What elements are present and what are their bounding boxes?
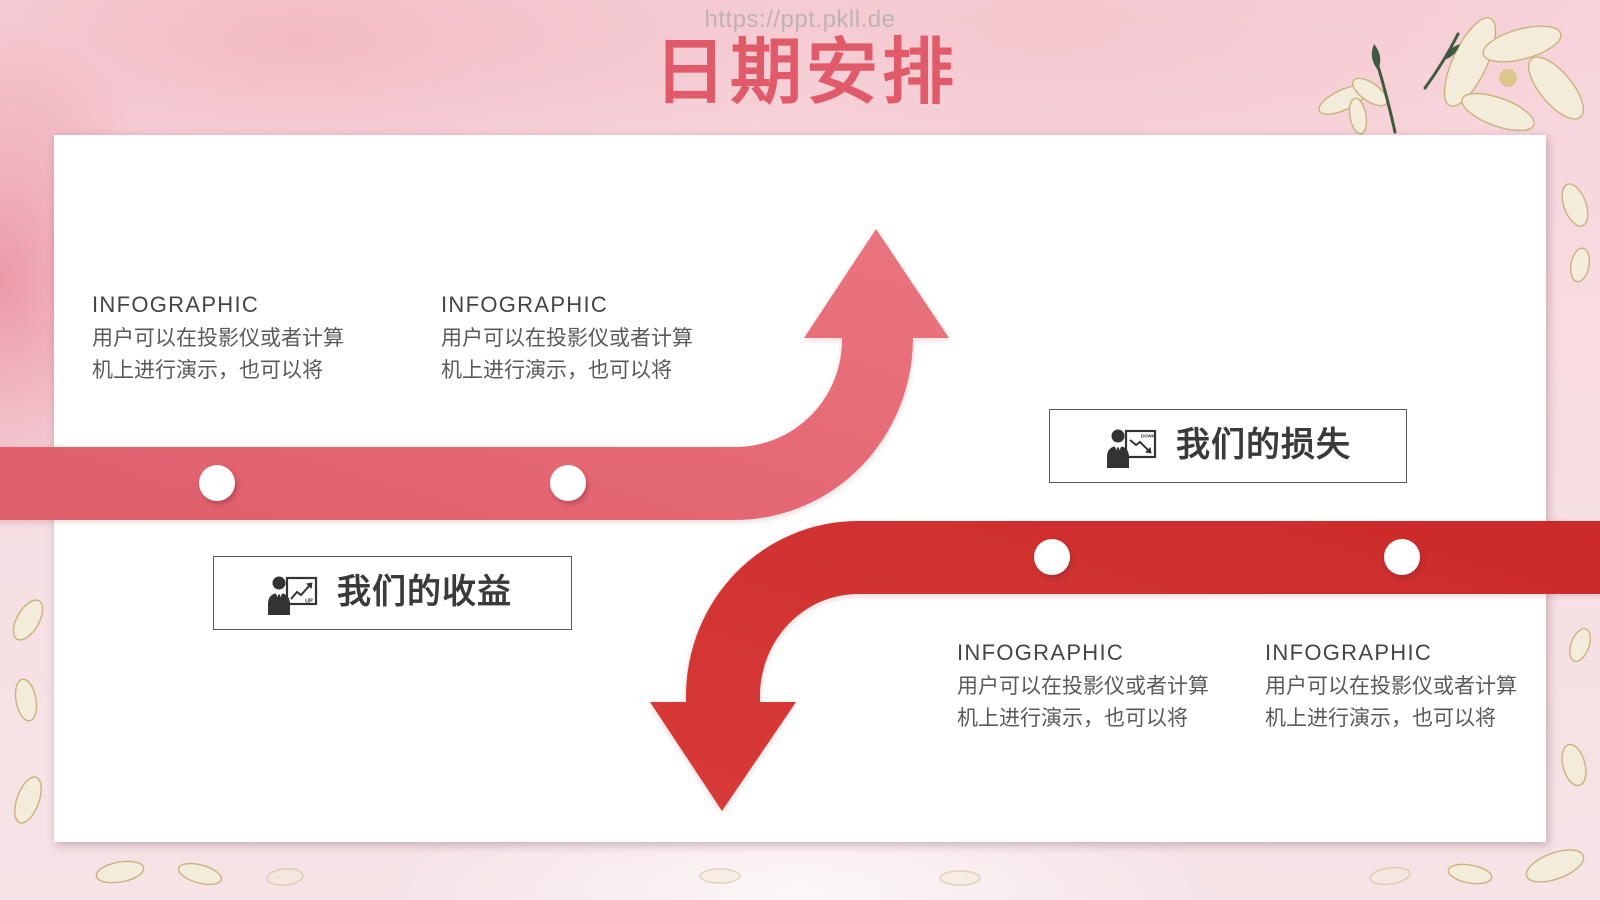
chart-up-line <box>290 584 311 600</box>
flower-petal <box>1527 56 1585 120</box>
leaf <box>1444 44 1460 60</box>
twig-stem <box>1376 64 1397 134</box>
flower-petal <box>1443 17 1497 107</box>
icon-down-text: DOWN <box>1141 434 1155 439</box>
flower-petal <box>12 599 44 641</box>
loss-label-text: 我们的损失 <box>1176 426 1351 464</box>
watermark-url: https://ppt.pkll.de <box>704 6 896 33</box>
flower-petal <box>1561 743 1587 787</box>
flower-petal <box>1525 849 1585 883</box>
infographic-text-line: 机上进行演示，也可以将 <box>1265 707 1496 730</box>
infographic-heading: INFOGRAPHIC <box>92 292 260 317</box>
flower-petal <box>1561 183 1589 227</box>
leaf <box>1371 44 1381 70</box>
flower-petal <box>1461 92 1535 132</box>
flower-petal <box>14 678 38 722</box>
infographic-text-line: 用户可以在投影仪或者计算 <box>957 675 1209 698</box>
timeline-dot-2 <box>550 465 586 501</box>
lower-arrow-band <box>650 521 1600 811</box>
infographic-block-2: INFOGRAPHIC 用户可以在投影仪或者计算 机上进行演示，也可以将 <box>441 292 693 387</box>
icon-up-text: UP <box>305 599 313 605</box>
timeline-dot-4 <box>1384 539 1420 575</box>
flower-petal <box>1348 97 1368 135</box>
floral-top-right <box>1318 17 1585 135</box>
flower-petal <box>266 868 304 886</box>
infographic-text-line: 机上进行演示，也可以将 <box>92 359 323 382</box>
infographic-heading: INFOGRAPHIC <box>957 640 1125 665</box>
infographic-text-line: 机上进行演示，也可以将 <box>441 359 672 382</box>
flower-petal <box>14 776 42 824</box>
page-title: 日期安排 <box>653 33 958 113</box>
upper-arrow-band <box>0 229 949 520</box>
flower-petal <box>1352 77 1388 107</box>
person-tie <box>277 594 281 606</box>
presenter-chart-up-icon: UP <box>268 576 318 615</box>
loss-label-box: DOWN 我们的损失 <box>1049 409 1407 483</box>
infographic-text-line: 用户可以在投影仪或者计算 <box>1265 675 1517 698</box>
timeline-dot-1 <box>199 465 235 501</box>
infographic-block-4: INFOGRAPHIC 用户可以在投影仪或者计算 机上进行演示，也可以将 <box>1265 640 1517 735</box>
chart-arrowhead <box>306 582 313 589</box>
infographic-heading: INFOGRAPHIC <box>441 292 609 317</box>
timeline-dot-3 <box>1034 539 1070 575</box>
presenter-chart-down-icon: DOWN <box>1107 429 1157 468</box>
flower-petal <box>1447 863 1493 885</box>
person-head <box>272 576 286 590</box>
infographic-text-line: 机上进行演示，也可以将 <box>957 707 1188 730</box>
twig-stem <box>1423 32 1460 90</box>
person-tie <box>1116 447 1120 459</box>
infographic-text-line: 用户可以在投影仪或者计算 <box>92 327 344 350</box>
flower-center <box>1499 69 1517 87</box>
chart-arrowhead <box>1145 447 1152 454</box>
person-head <box>1111 429 1125 443</box>
flower-petal <box>95 860 145 884</box>
gain-label-box: UP 我们的收益 <box>213 556 572 630</box>
floral-bottom-left <box>12 599 981 886</box>
infographic-block-3: INFOGRAPHIC 用户可以在投影仪或者计算 机上进行演示，也可以将 <box>957 640 1209 735</box>
flower-petal <box>699 868 741 884</box>
infographic-heading: INFOGRAPHIC <box>1265 640 1433 665</box>
chart-down-line <box>1129 439 1150 452</box>
flower-petal <box>1482 25 1562 63</box>
flower-petal <box>939 870 981 886</box>
flower-petal <box>177 862 223 886</box>
flower-petal <box>1369 866 1411 886</box>
infographic-block-1: INFOGRAPHIC 用户可以在投影仪或者计算 机上进行演示，也可以将 <box>92 292 344 387</box>
gain-label-text: 我们的收益 <box>337 573 512 611</box>
chart-board <box>285 576 318 606</box>
flower-petal <box>1569 628 1591 662</box>
flower-petal <box>1569 247 1591 283</box>
infographic-text-line: 用户可以在投影仪或者计算 <box>441 327 693 350</box>
